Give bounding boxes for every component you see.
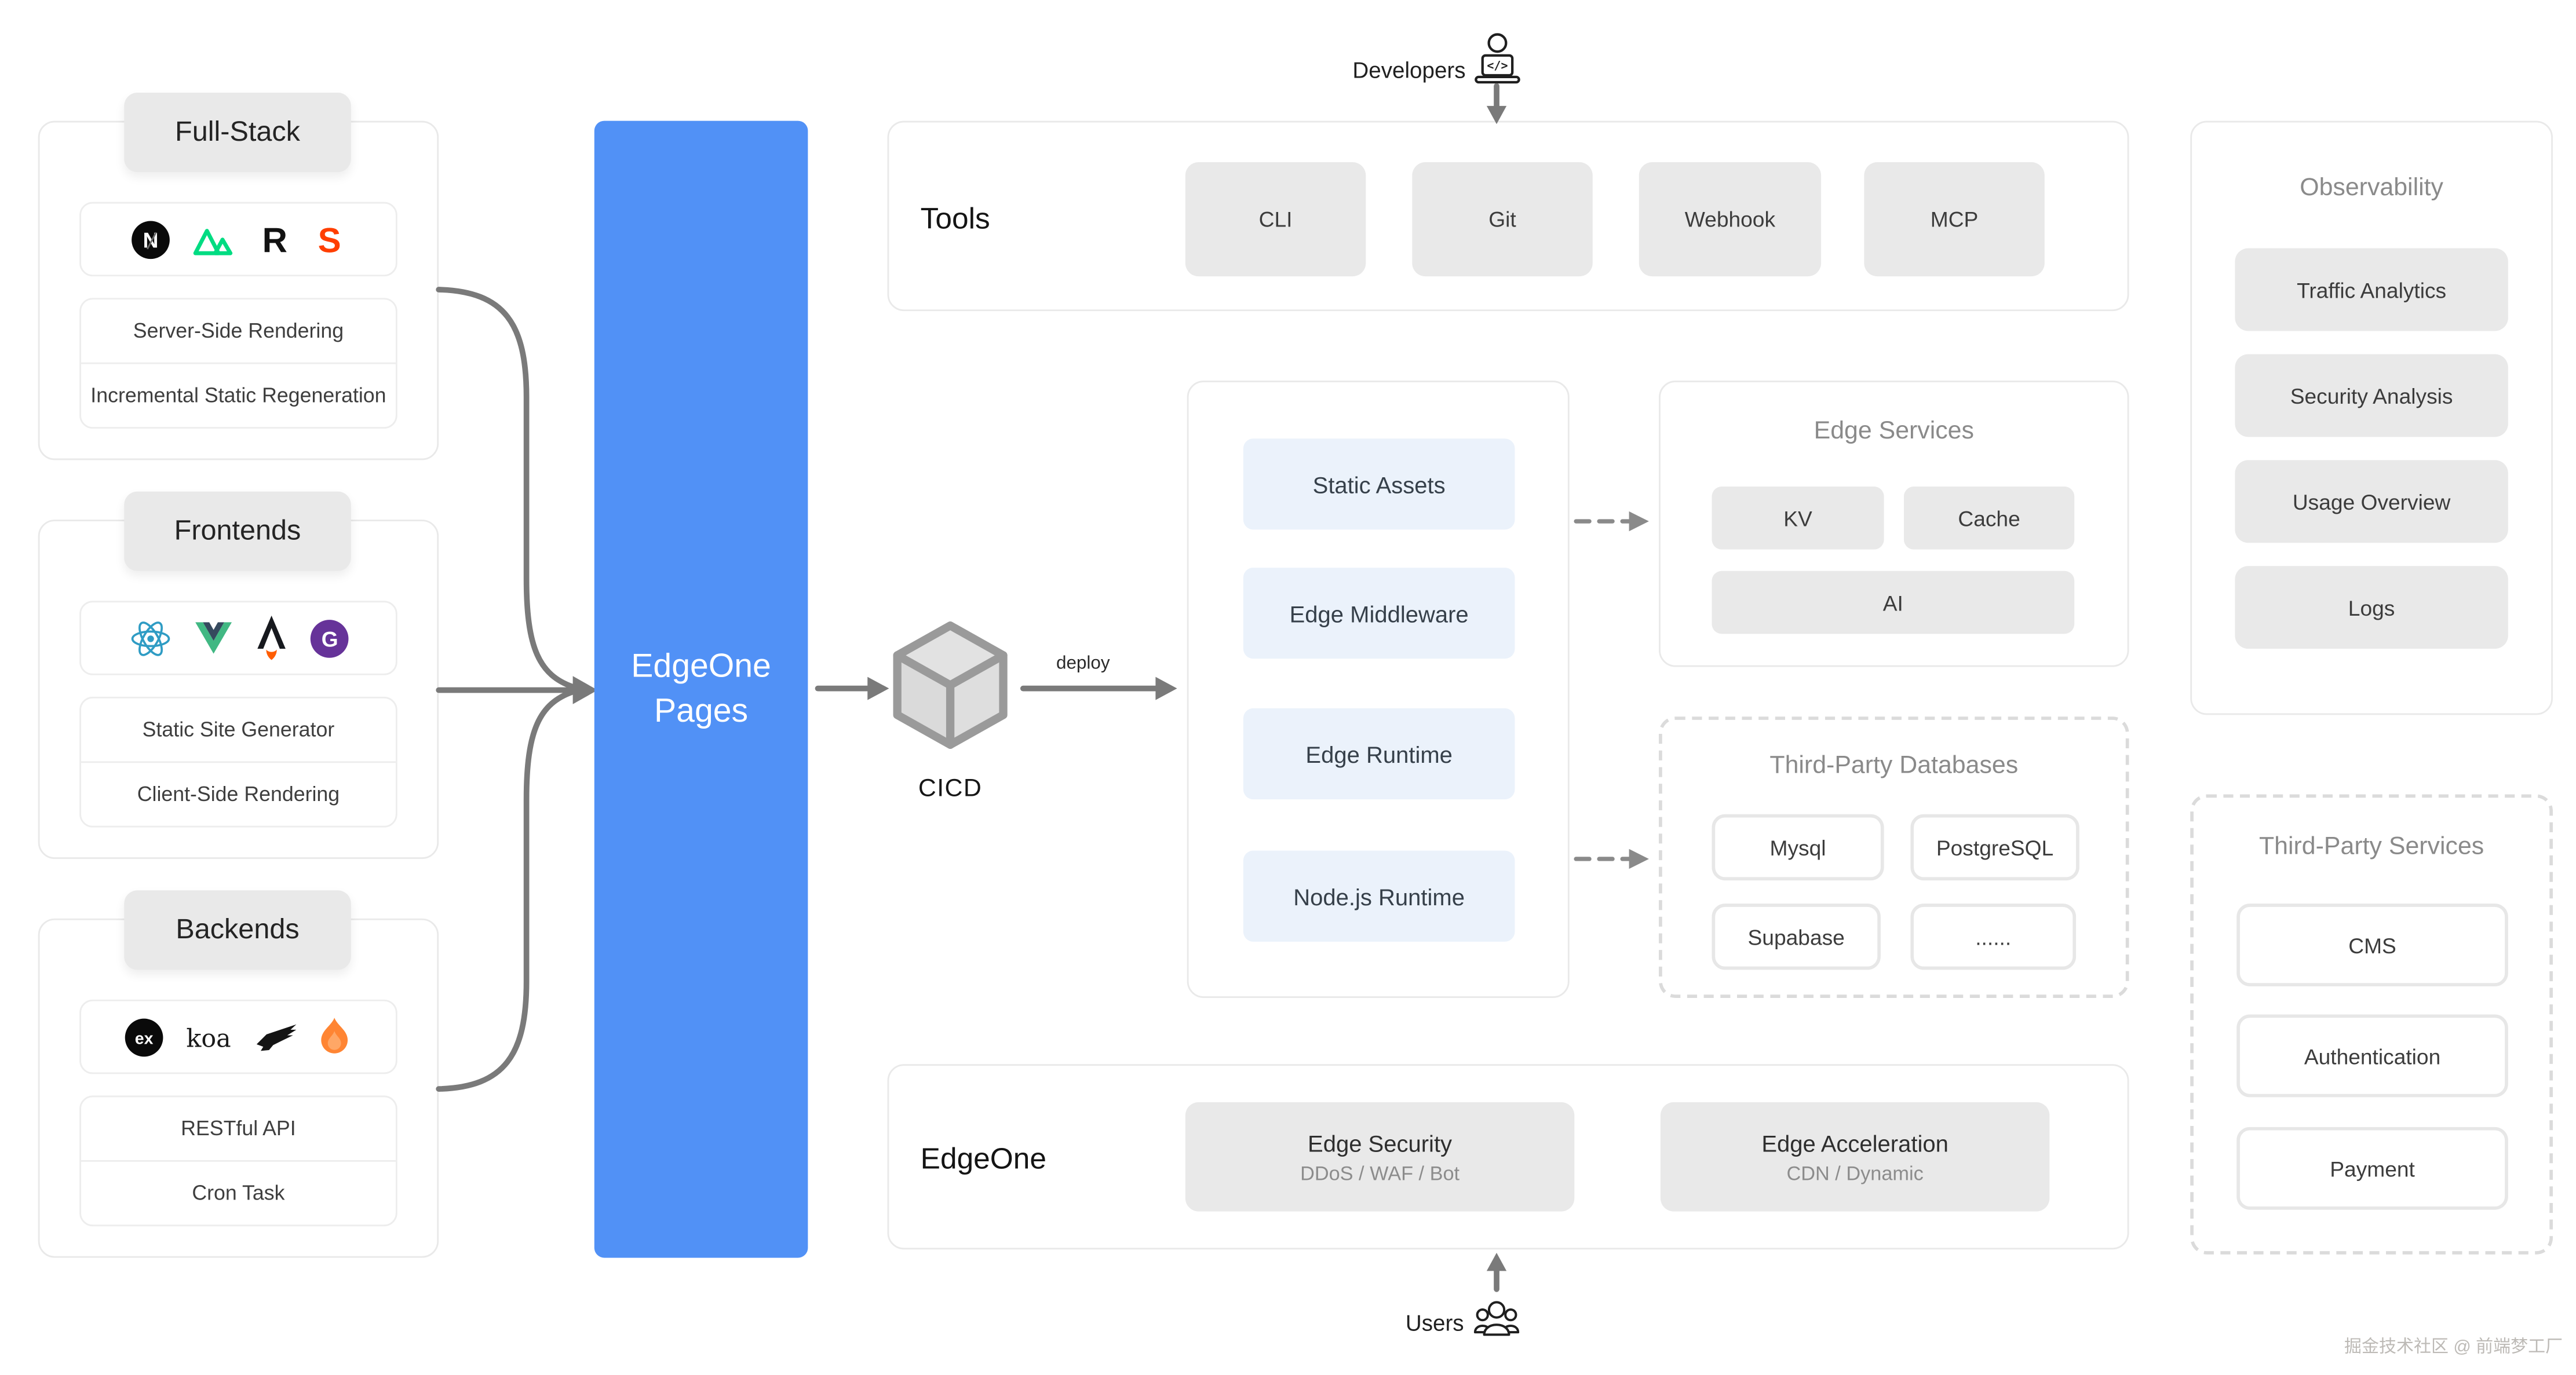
users-label: Users — [1405, 1311, 1464, 1336]
express-icon: ex — [124, 1017, 164, 1057]
svg-text:koa: koa — [186, 1023, 231, 1052]
nuxt-icon — [192, 222, 236, 255]
feature-item: Client-Side Rendering — [81, 761, 396, 825]
full-stack-title: Full-Stack — [175, 116, 300, 148]
astro-icon — [254, 615, 287, 660]
developer-icon: </> — [1472, 31, 1523, 87]
third-party-databases-title: Third-Party Databases — [1769, 751, 2019, 780]
deploy-label: deploy — [1056, 653, 1110, 674]
service-tile-authentication: Authentication — [2236, 1014, 2508, 1098]
database-tile-more: ...... — [1910, 904, 2077, 970]
runtime-tile-edge-runtime: Edge Runtime — [1243, 708, 1515, 800]
edgeone-tile-edge-acceleration: Edge Acceleration CDN / Dynamic — [1660, 1102, 2050, 1212]
frontends-header: Frontends — [124, 491, 351, 571]
observability-tile-security-analysis: Security Analysis — [2235, 354, 2508, 437]
frontends-title: Frontends — [174, 514, 301, 546]
observability-title: Observability — [2300, 174, 2443, 202]
edge-security-subtitle: DDoS / WAF / Bot — [1300, 1161, 1460, 1184]
hono-icon — [316, 1016, 353, 1057]
cicd-label: CICD — [918, 774, 983, 803]
edge-acceleration-title: Edge Acceleration — [1761, 1129, 1949, 1156]
tool-tile-git: Git — [1412, 162, 1593, 277]
observability-tile-logs: Logs — [2235, 566, 2508, 649]
feature-item: Server-Side Rendering — [133, 319, 344, 343]
feature-item: Cron Task — [81, 1160, 396, 1224]
backends-feature-list: RESTful API Cron Task — [79, 1095, 397, 1227]
arrowhead — [867, 676, 889, 700]
feature-item: Static Site Generator — [142, 718, 335, 742]
edge-service-tile-cache: Cache — [1903, 487, 2075, 550]
runtime-tile-nodejs-runtime: Node.js Runtime — [1243, 850, 1515, 942]
backends-header: Backends — [124, 890, 351, 970]
edge-security-title: Edge Security — [1308, 1129, 1453, 1156]
feature-item: Incremental Static Regeneration — [81, 362, 396, 427]
edgeone-title: EdgeOne — [920, 1142, 1047, 1175]
observability-tile-usage-overview: Usage Overview — [2235, 460, 2508, 543]
gatsby-icon: G — [309, 618, 349, 658]
svelte-icon: S — [313, 220, 346, 259]
fullstack-to-pages-connector — [436, 287, 576, 690]
fastify-icon — [253, 1019, 300, 1055]
feature-item: RESTful API — [181, 1117, 296, 1140]
tool-tile-webhook: Webhook — [1639, 162, 1822, 277]
full-stack-feature-list: Server-Side Rendering Incremental Static… — [79, 298, 397, 429]
edgeone-pages-box: EdgeOne Pages — [594, 120, 808, 1258]
arrowhead — [1155, 676, 1177, 700]
database-tile-supabase: Supabase — [1712, 904, 1881, 970]
nextjs-icon: N — [131, 220, 171, 259]
service-tile-payment: Payment — [2236, 1127, 2508, 1210]
backends-icon-row: ex koa — [79, 999, 397, 1074]
cicd-cube-icon — [891, 619, 1010, 752]
react-icon — [128, 618, 171, 658]
users-icon — [1473, 1297, 1520, 1339]
developers-label: Developers — [1352, 58, 1466, 83]
arrowhead — [1629, 511, 1649, 532]
edge-service-tile-ai: AI — [1712, 571, 2075, 634]
database-tile-postgresql: PostgreSQL — [1910, 814, 2079, 881]
svg-text:S: S — [318, 220, 341, 259]
koa-icon: koa — [180, 1017, 236, 1057]
third-party-services-title: Third-Party Services — [2259, 832, 2484, 861]
remix-icon: R — [258, 220, 291, 259]
backends-title: Backends — [176, 913, 300, 945]
arrowhead — [1629, 849, 1649, 869]
svg-text:G: G — [320, 626, 337, 650]
arrowhead — [1486, 1252, 1507, 1271]
edgeone-tile-edge-security: Edge Security DDoS / WAF / Bot — [1185, 1102, 1575, 1212]
vue-icon — [193, 620, 233, 655]
edge-acceleration-subtitle: CDN / Dynamic — [1786, 1161, 1924, 1184]
full-stack-icon-row: N R S — [79, 202, 397, 277]
frontends-feature-list: Static Site Generator Client-Side Render… — [79, 696, 397, 828]
edgeone-pages-line2: Pages — [654, 692, 749, 729]
svg-text:</>: </> — [1487, 58, 1508, 72]
database-tile-mysql: Mysql — [1712, 814, 1884, 881]
edge-services-title: Edge Services — [1814, 417, 1974, 445]
tool-tile-mcp: MCP — [1864, 162, 2045, 277]
edgeone-pages-line1: EdgeOne — [631, 648, 771, 685]
edge-service-tile-kv: KV — [1712, 487, 1884, 550]
tools-title: Tools — [920, 202, 990, 235]
frontends-icon-row: G — [79, 601, 397, 675]
svg-text:ex: ex — [135, 1029, 154, 1047]
runtime-tile-edge-middleware: Edge Middleware — [1243, 568, 1515, 659]
runtime-tile-static-assets: Static Assets — [1243, 438, 1515, 530]
svg-text:N: N — [143, 227, 159, 251]
backends-to-pages-connector — [436, 689, 576, 1092]
tool-tile-cli: CLI — [1185, 162, 1366, 277]
watermark: 掘金技术社区 @ 前端梦工厂 — [2344, 1337, 2563, 1358]
svg-text:R: R — [262, 220, 287, 259]
service-tile-cms: CMS — [2236, 904, 2508, 986]
full-stack-header: Full-Stack — [124, 93, 351, 173]
observability-tile-traffic-analytics: Traffic Analytics — [2235, 248, 2508, 331]
